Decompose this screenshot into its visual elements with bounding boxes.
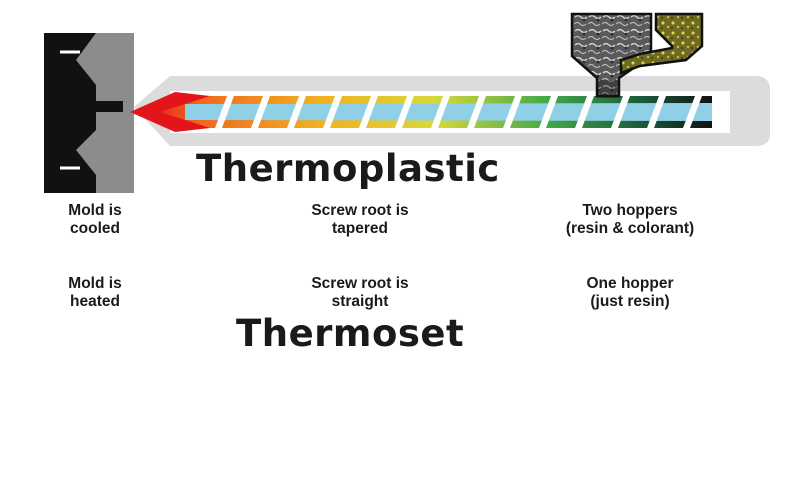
thermoset-title: Thermoset [236, 312, 465, 355]
label-line: straight [331, 293, 389, 310]
screw-flight [503, 96, 522, 128]
thermoplastic-section [44, 12, 770, 193]
hopper-icon [570, 12, 653, 98]
screw-flight [431, 96, 450, 128]
screw-flight [575, 96, 594, 128]
screw-flight-icon [135, 96, 712, 128]
screw-straight-label: Screw root is straight [260, 275, 460, 311]
label-line: Two hoppers [582, 202, 678, 219]
thermoplastic-title: Thermoplastic [196, 147, 500, 190]
screw-flight [287, 96, 306, 128]
label-line: Mold is [68, 202, 122, 219]
screw-flight [647, 96, 666, 128]
label-line: One hopper [586, 275, 674, 292]
screw-flight [395, 96, 414, 128]
screw-flight [359, 96, 378, 128]
label-line: (just resin) [590, 293, 670, 310]
mold-cavity-icon [44, 33, 134, 193]
label-line: cooled [70, 220, 120, 237]
label-line: (resin & colorant) [565, 220, 695, 237]
mold-cooled-label: Mold is cooled [30, 202, 160, 238]
screw-flight [539, 96, 558, 128]
screw-flight [323, 96, 342, 128]
label-line: tapered [332, 220, 388, 237]
label-line: Screw root is [311, 275, 409, 292]
mold-heated-label: Mold is heated [30, 275, 160, 311]
label-line: Mold is [68, 275, 122, 292]
label-line: Screw root is [311, 202, 409, 219]
screw-flight [611, 96, 630, 128]
one-hopper-label: One hopper (just resin) [500, 275, 760, 311]
hopper-icon [619, 12, 704, 75]
screw-flight [251, 96, 270, 128]
screw-flight [683, 96, 702, 128]
screw-flight [467, 96, 486, 128]
two-hoppers-label: Two hoppers (resin & colorant) [500, 202, 760, 238]
screw-flight [215, 96, 234, 128]
screw-tapered-label: Screw root is tapered [260, 202, 460, 238]
label-line: heated [70, 293, 120, 310]
